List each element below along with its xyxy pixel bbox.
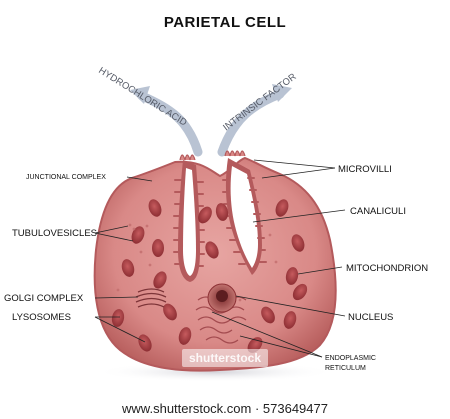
mitochondrion (178, 327, 192, 345)
mitochondrion (131, 226, 145, 244)
watermark-footer-text: www.shutterstock.com · 573649477 (121, 401, 328, 416)
cell-shadow (95, 362, 335, 382)
label-golgi-complex: GOLGI COMPLEX (4, 293, 84, 304)
mitochondrion (111, 309, 125, 327)
label-canaliculi: CANALICULI (350, 206, 406, 217)
page-title: PARIETAL CELL (164, 14, 286, 31)
label-endoplasmic-line2: RETICULUM (325, 365, 366, 372)
golgi-complex (135, 288, 167, 308)
mitochondrion (198, 206, 212, 224)
right-canaliculus (222, 158, 267, 275)
label-nucleus: NUCLEUS (348, 312, 393, 323)
mitochondrion (153, 271, 167, 289)
tubulovesicles (116, 223, 278, 302)
mitochondrion (205, 241, 219, 259)
mitochondrion (138, 334, 152, 352)
apical-microvilli (179, 150, 246, 161)
watermark-logo-text: shutterstock (189, 351, 261, 365)
watermark-bar (0, 398, 450, 419)
mitochondrion (285, 267, 299, 285)
mitochondrion (152, 239, 164, 257)
label-endoplasmic-line1: ENDOPLASMIC (325, 355, 376, 362)
mitochondrion (215, 203, 229, 221)
watermark: shutterstock www.shutterstock.com · 5736… (0, 349, 450, 419)
hydrochloric-acid-arrowhead (130, 86, 150, 104)
nucleus (207, 283, 237, 313)
secretion-arrows: HYDROCHLORIC ACID INTRINSIC FACTOR (96, 65, 299, 157)
label-junctional-complex: JUNCTIONAL COMPLEX (26, 174, 106, 181)
label-tubulovesicles: TUBULOVESICLES (12, 228, 97, 239)
watermark-logo-box (182, 349, 268, 367)
mitochondrion (121, 259, 135, 277)
mitochondrion (275, 199, 289, 217)
intrinsic-factor-arrow (217, 89, 285, 157)
hydrochloric-acid-arrow (137, 91, 203, 157)
mitochondria (111, 199, 308, 353)
mitochondrion (283, 311, 297, 329)
label-mitochondrion: MITOCHONDRION (346, 263, 428, 274)
intrinsic-factor-label: INTRINSIC FACTOR (221, 71, 298, 133)
label-lysosomes: LYSOSOMES (12, 312, 71, 323)
label-microvilli: MICROVILLI (338, 164, 392, 175)
leader-lines (94, 159, 346, 358)
mitochondrion (148, 199, 162, 217)
mitochondrion (261, 306, 275, 324)
mitochondrion (163, 303, 177, 321)
hydrochloric-acid-label: HYDROCHLORIC ACID (96, 65, 188, 128)
mitochondrion (291, 234, 305, 252)
intrinsic-factor-arrowhead (272, 84, 292, 102)
mitochondrion (292, 283, 308, 301)
